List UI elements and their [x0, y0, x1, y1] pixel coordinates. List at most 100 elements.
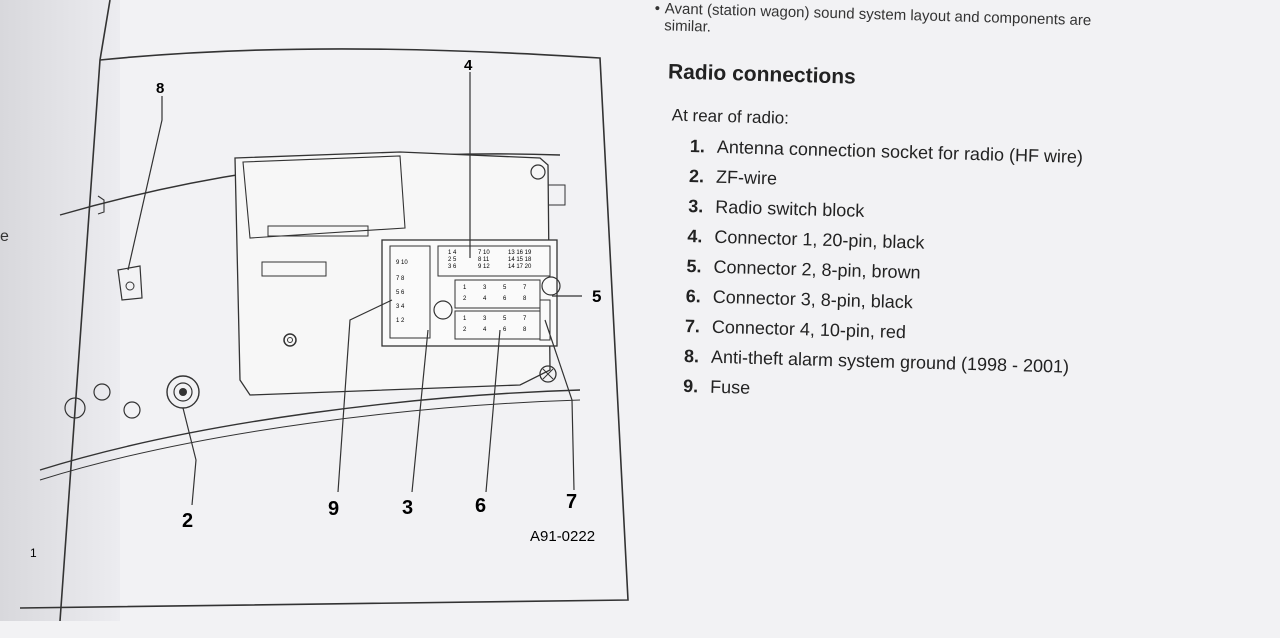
fuse-holder [539, 299, 551, 341]
pin-row-d-2: 4 [483, 327, 487, 333]
section-subhead: At rear of radio: [671, 105, 790, 128]
callout-2: 2 [182, 510, 193, 532]
leader-2 [182, 407, 197, 506]
leader-3 [411, 329, 429, 493]
frame-left-edge [59, 0, 111, 622]
radio-top-recess [242, 155, 406, 239]
callout-3: 3 [402, 497, 413, 519]
left-clip [97, 195, 105, 215]
item-label: ZF-wire [715, 166, 778, 189]
leader-8 [127, 96, 163, 271]
section-heading: Radio connections [667, 60, 857, 89]
pin-side-2: 7 8 [396, 276, 405, 282]
item-number: 4. [687, 226, 703, 247]
pin-row-d-3: 6 [503, 327, 507, 333]
leader-9 [544, 319, 575, 491]
pin-label-line: 13 16 19 [508, 250, 532, 256]
leader-7 [337, 299, 393, 493]
pin-row-d-4: 8 [523, 327, 527, 333]
ground-bracket-hole [125, 281, 135, 291]
pin-row-a-2: 3 [483, 285, 487, 291]
item-number: 6. [685, 285, 702, 307]
pin-row-a-3: 5 [503, 285, 507, 291]
page-edge-shadow [0, 0, 120, 621]
antenna-socket-ring [173, 382, 193, 402]
item-number: 2. [688, 166, 705, 187]
item-number: 9. [682, 375, 699, 397]
pin-side-1: 9 10 [396, 260, 408, 266]
item-number: 1. [689, 136, 706, 157]
dash-curve-bottom-2 [39, 399, 581, 481]
top-screw [530, 164, 546, 180]
connection-list: 1.Antenna connection socket for radio (H… [664, 131, 1084, 412]
pin-row-c-4: 7 [523, 316, 527, 322]
intro-note: • Avant (station wagon) sound system lay… [655, 0, 1185, 49]
pin-row-b-2: 4 [483, 296, 487, 302]
item-label: Connector 3, 8-pin, black [712, 286, 914, 313]
callout-7: 9 [328, 498, 339, 520]
pin-side-3: 5 6 [396, 290, 405, 296]
radio-screw-hole-inner [287, 337, 293, 343]
text-column: • Avant (station wagon) sound system lay… [638, 0, 1255, 638]
left-page-text-fragment: e [0, 228, 9, 245]
antenna-socket-pin [179, 388, 187, 396]
left-socket [64, 397, 86, 419]
item-number: 8. [683, 345, 700, 367]
pin-label-line: 9 12 [478, 264, 490, 270]
figure-id: A91-0222 [530, 528, 595, 545]
callout-4: 4 [464, 57, 473, 74]
pin-row-a-1: 1 [463, 285, 467, 291]
pin-side-5: 1 2 [396, 318, 405, 324]
item-label: Fuse [709, 376, 751, 398]
callout-8: 8 [156, 80, 164, 97]
diagram-frame [19, 48, 629, 609]
left-socket-2 [93, 383, 111, 401]
item-label: Connector 1, 20-pin, black [714, 226, 925, 253]
pin-label-line: 14 15 18 [508, 257, 532, 263]
ground-bracket [117, 265, 143, 301]
pin-side-4: 3 4 [396, 304, 405, 310]
callout-6: 6 [475, 495, 486, 517]
side-bracket [548, 184, 566, 206]
pin-row-a-4: 7 [523, 285, 527, 291]
pin-label-line: 14 17 20 [508, 264, 532, 270]
radio-tab [267, 225, 369, 237]
ground-screw [539, 365, 557, 383]
callout-9: 7 [566, 491, 577, 513]
connector-4-housing [389, 245, 431, 339]
left-socket-3 [123, 401, 141, 419]
pin-label-line: 1 4 [448, 250, 457, 256]
item-label: Connector 2, 8-pin, brown [713, 256, 921, 283]
callout-5: 5 [592, 287, 601, 306]
pin-row-c-2: 3 [483, 316, 487, 322]
pin-label-line: 3 6 [448, 264, 457, 270]
pin-label-line: 8 11 [478, 257, 490, 263]
pin-label-line: 2 5 [448, 257, 457, 263]
item-number: 3. [687, 196, 704, 217]
pin-row-b-4: 8 [523, 296, 527, 302]
leader-6 [485, 329, 501, 493]
item-label: Anti-theft alarm system ground (1998 - 2… [710, 346, 1070, 377]
pin-row-b-3: 6 [503, 296, 507, 302]
page-mark: 1 [30, 546, 37, 560]
connector-1-housing [437, 245, 551, 277]
radio-label-slot [261, 261, 327, 277]
ground-screw-cross [542, 368, 554, 380]
radio-screw-hole [283, 333, 297, 347]
item-number: 5. [686, 255, 702, 277]
connector-locator-left [433, 300, 453, 320]
item-label: Radio switch block [714, 196, 865, 221]
connector-2-housing [454, 279, 541, 309]
item-number: 7. [684, 315, 701, 337]
pin-row-c-3: 5 [503, 316, 507, 322]
pin-label-line: 7 10 [478, 250, 490, 256]
pin-row-b-1: 2 [463, 296, 467, 302]
dash-curve-bottom [39, 389, 581, 471]
intro-bullet: • [654, 0, 661, 18]
pin-row-d-1: 2 [463, 327, 467, 333]
pin-row-c-1: 1 [463, 316, 467, 322]
